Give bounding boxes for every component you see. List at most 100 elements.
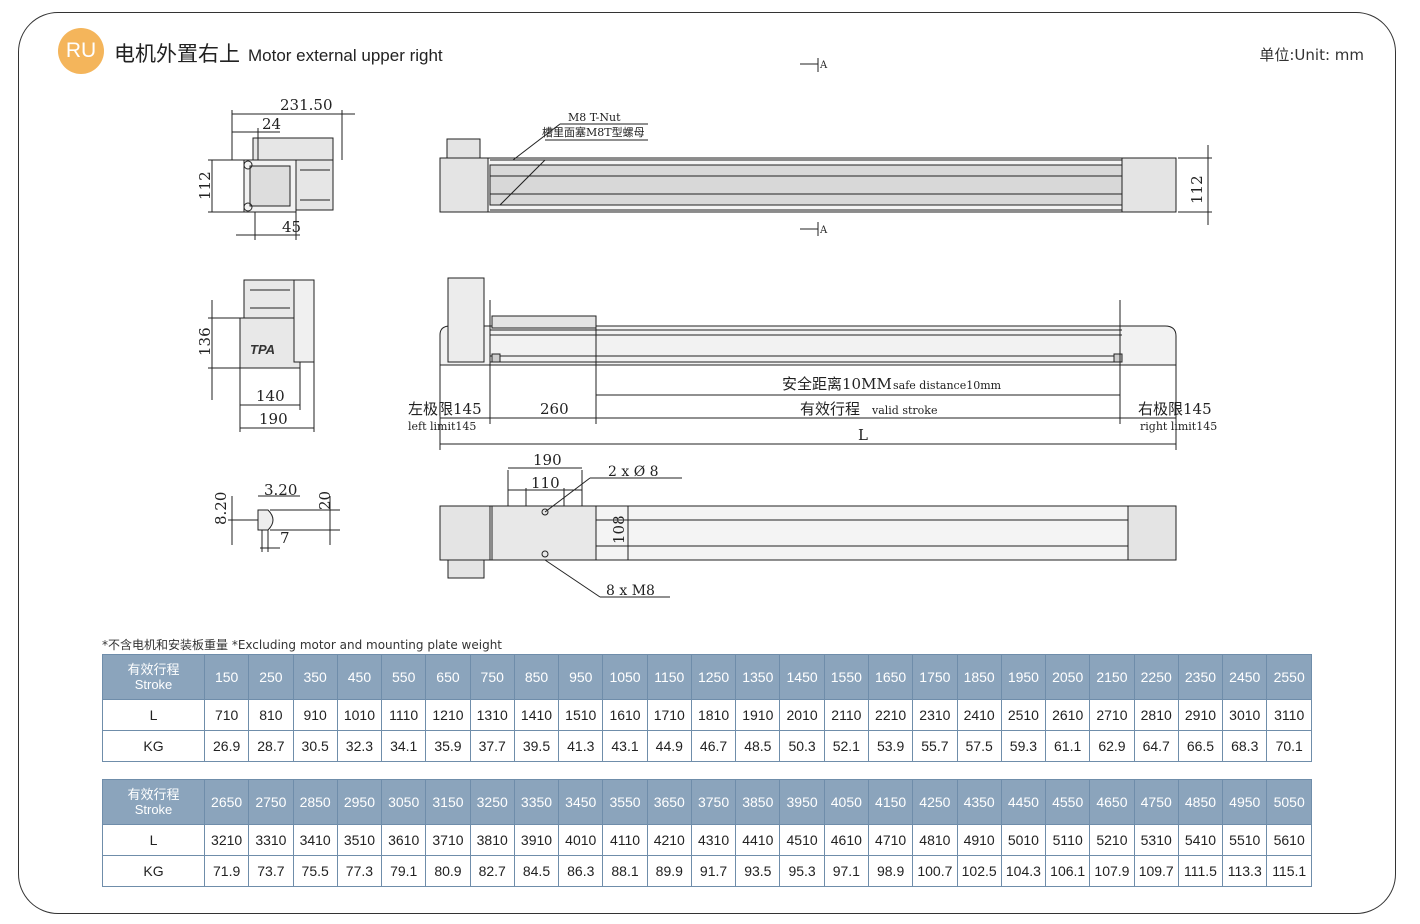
l-cell: 5110 bbox=[1045, 824, 1091, 856]
l-cell: 3010 bbox=[1222, 699, 1268, 731]
l-cell: 4210 bbox=[646, 824, 692, 856]
l-cell: 2910 bbox=[1177, 699, 1224, 731]
dim-112-top: 112 bbox=[1188, 175, 1206, 204]
l-cell: 4310 bbox=[690, 824, 737, 856]
kg-cell: 28.7 bbox=[248, 730, 294, 762]
stroke-cell: 1350 bbox=[735, 654, 781, 700]
stroke-cell: 650 bbox=[425, 654, 471, 700]
l-cell: 4410 bbox=[735, 824, 781, 856]
l-cell: 4610 bbox=[823, 824, 869, 856]
kg-cell: 86.3 bbox=[558, 855, 604, 887]
section-a-top: A bbox=[819, 60, 828, 71]
stroke-cell: 3850 bbox=[735, 779, 781, 825]
kg-cell: 111.5 bbox=[1177, 855, 1224, 887]
kg-cell: 48.5 bbox=[735, 730, 781, 762]
l-cell: 1610 bbox=[602, 699, 648, 731]
kg-cell: 59.3 bbox=[1000, 730, 1047, 762]
valid-stroke-cn: 有效行程 bbox=[800, 400, 860, 418]
dim-7: 7 bbox=[280, 529, 290, 547]
stroke-cell: 150 bbox=[203, 654, 250, 700]
l-cell: 3910 bbox=[513, 824, 560, 856]
kg-cell: 61.1 bbox=[1045, 730, 1091, 762]
safe-distance-en: safe distance10mm bbox=[893, 379, 1002, 392]
stroke-cell: 1050 bbox=[602, 654, 648, 700]
kg-cell: 113.3 bbox=[1222, 855, 1268, 887]
stroke-cell: 4250 bbox=[912, 779, 958, 825]
kg-cell: 37.7 bbox=[469, 730, 515, 762]
tnut-detail bbox=[228, 495, 340, 552]
dim-190-plate: 190 bbox=[533, 451, 562, 469]
stroke-cell: 4550 bbox=[1045, 779, 1091, 825]
kg-cell: 77.3 bbox=[336, 855, 383, 887]
stroke-cell: 250 bbox=[248, 654, 294, 700]
dim-140: 140 bbox=[256, 387, 285, 405]
l-cell: 4910 bbox=[956, 824, 1002, 856]
dim-8-20: 8.20 bbox=[212, 492, 230, 525]
dim-136: 136 bbox=[196, 327, 214, 356]
kg-cell: 41.3 bbox=[558, 730, 604, 762]
stroke-cell: 4350 bbox=[956, 779, 1002, 825]
l-cell: 3410 bbox=[292, 824, 338, 856]
stroke-cell: 1150 bbox=[646, 654, 692, 700]
l-cell: 2310 bbox=[912, 699, 958, 731]
stroke-cell: 1550 bbox=[823, 654, 869, 700]
dim-231: 231.50 bbox=[280, 96, 333, 114]
kg-cell: 102.5 bbox=[956, 855, 1002, 887]
kg-cell: 68.3 bbox=[1222, 730, 1268, 762]
stroke-cell: 2050 bbox=[1045, 654, 1091, 700]
kg-cell: 35.9 bbox=[425, 730, 471, 762]
tnut-label-cn: 槽里面塞M8T型螺母 bbox=[542, 125, 645, 139]
l-cell: 5410 bbox=[1177, 824, 1224, 856]
length-header: L bbox=[102, 699, 205, 731]
kg-cell: 50.3 bbox=[779, 730, 825, 762]
kg-cell: 43.1 bbox=[602, 730, 648, 762]
l-cell: 3710 bbox=[425, 824, 471, 856]
bottom-view bbox=[439, 467, 1177, 598]
kg-cell: 107.9 bbox=[1089, 855, 1135, 887]
l-cell: 2010 bbox=[779, 699, 825, 731]
l-cell: 5010 bbox=[1000, 824, 1047, 856]
stroke-cell: 4850 bbox=[1177, 779, 1224, 825]
l-cell: 2410 bbox=[956, 699, 1002, 731]
stroke-cell: 3350 bbox=[513, 779, 560, 825]
kg-cell: 89.9 bbox=[646, 855, 692, 887]
technical-drawing: 231.50 24 112 45 112 136 140 190 260 L 8… bbox=[196, 58, 1217, 599]
front-view bbox=[439, 277, 1177, 450]
end-view-middle bbox=[208, 279, 315, 432]
kg-cell: 44.9 bbox=[646, 730, 692, 762]
kg-cell: 70.1 bbox=[1266, 730, 1312, 762]
l-cell: 810 bbox=[248, 699, 294, 731]
left-limit-cn: 左极限145 bbox=[408, 400, 482, 418]
kg-cell: 82.7 bbox=[469, 855, 515, 887]
kg-cell: 53.9 bbox=[867, 730, 914, 762]
kg-cell: 46.7 bbox=[690, 730, 737, 762]
l-cell: 3110 bbox=[1266, 699, 1312, 731]
l-cell: 4510 bbox=[779, 824, 825, 856]
kg-cell: 106.1 bbox=[1045, 855, 1091, 887]
stroke-cell: 550 bbox=[381, 654, 427, 700]
l-cell: 1110 bbox=[381, 699, 427, 731]
kg-cell: 52.1 bbox=[823, 730, 869, 762]
unit-label: 单位:Unit: mm bbox=[1259, 46, 1364, 64]
l-cell: 3210 bbox=[203, 824, 250, 856]
kg-cell: 66.5 bbox=[1177, 730, 1224, 762]
right-limit-en: right limit145 bbox=[1140, 420, 1217, 433]
stroke-cell: 4950 bbox=[1222, 779, 1268, 825]
kg-cell: 62.9 bbox=[1089, 730, 1135, 762]
dim-110: 110 bbox=[531, 474, 560, 492]
kg-cell: 98.9 bbox=[867, 855, 914, 887]
page-frame bbox=[18, 12, 1396, 914]
safe-distance-cn: 安全距离10MM bbox=[782, 375, 892, 393]
stroke-cell: 3250 bbox=[469, 779, 515, 825]
kg-cell: 95.3 bbox=[779, 855, 825, 887]
l-cell: 5510 bbox=[1222, 824, 1268, 856]
stroke-cell: 5050 bbox=[1266, 779, 1312, 825]
l-cell: 5610 bbox=[1266, 824, 1312, 856]
kg-cell: 55.7 bbox=[912, 730, 958, 762]
l-cell: 1010 bbox=[336, 699, 383, 731]
dim-112-end: 112 bbox=[196, 171, 214, 200]
